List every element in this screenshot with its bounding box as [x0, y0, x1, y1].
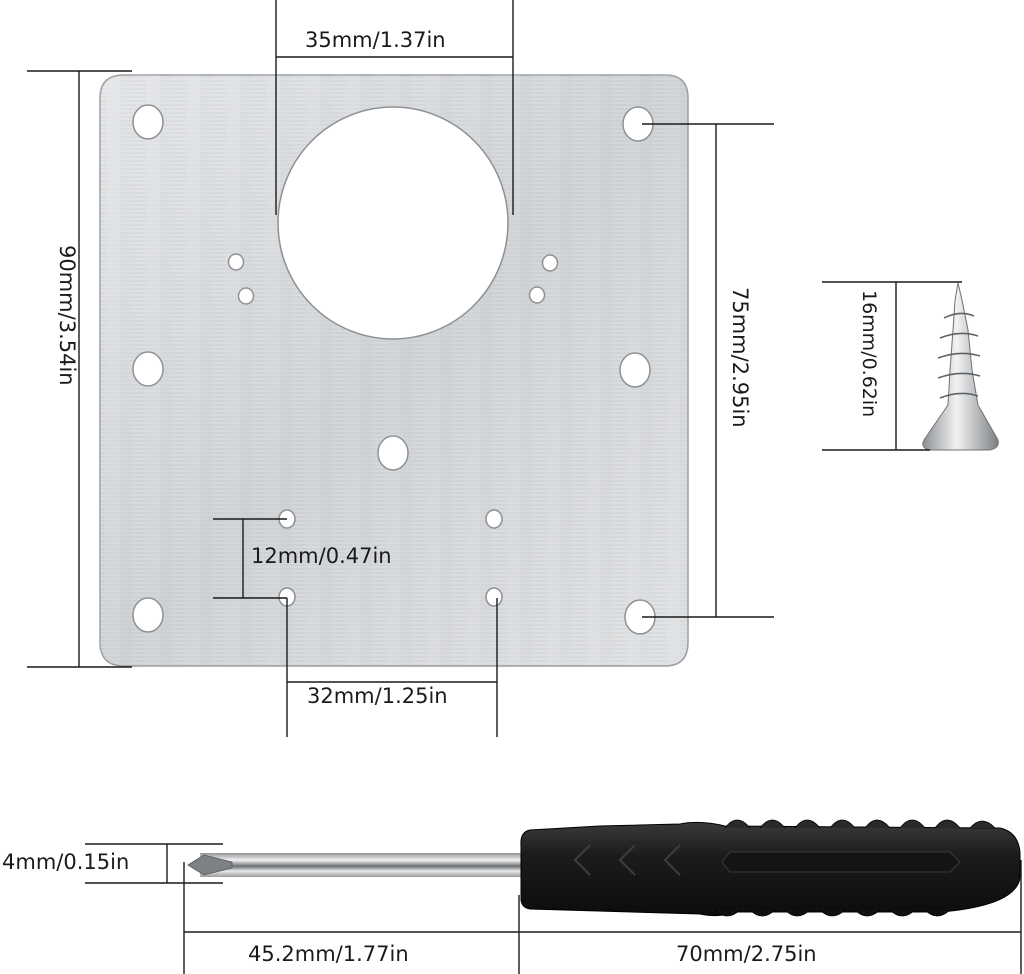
hinge-plate: [99, 74, 689, 667]
screwdriver-dimension-lines: [85, 843, 1022, 974]
screw-length-label: 16mm/0.62in: [858, 290, 880, 418]
plate-height-label: 90mm/3.54in: [55, 245, 79, 386]
screwdriver-shaft-length-label: 45.2mm/1.77in: [248, 942, 409, 966]
plate-dimension-lines: [27, 0, 774, 737]
handle-grip-band: [721, 851, 961, 873]
screwdriver-handle-length-label: 70mm/2.75in: [676, 942, 817, 966]
screw: [922, 282, 999, 451]
small-hole-horizontal-spacing-label: 32mm/1.25in: [307, 684, 448, 708]
small-hole-vertical-spacing-label: 12mm/0.47in: [251, 544, 392, 568]
handle-chevrons: [573, 844, 681, 876]
screwdriver-tip-diameter-label: 4mm/0.15in: [2, 850, 130, 874]
plate-hole-spacing-label: 75mm/2.95in: [728, 287, 752, 428]
plate-large-hole-width-label: 35mm/1.37in: [305, 28, 446, 52]
screwdriver: [187, 819, 1021, 917]
screw-dimension-lines: [822, 281, 962, 451]
screwdriver-shaft: [200, 853, 525, 877]
phillips-tip: [187, 854, 233, 876]
